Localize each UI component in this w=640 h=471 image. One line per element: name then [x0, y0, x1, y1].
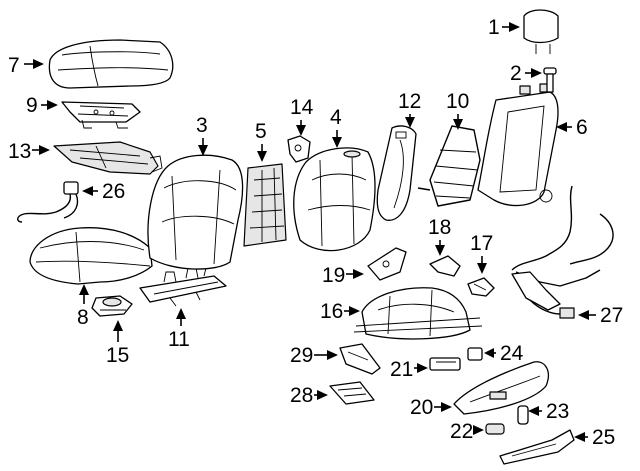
part-20-side-shield: [453, 361, 549, 415]
callout-19: 19: [322, 264, 364, 287]
svg-text:16: 16: [320, 300, 343, 323]
svg-text:7: 7: [8, 54, 20, 77]
svg-text:3: 3: [196, 114, 208, 137]
part-27-wiring-harness: [511, 185, 614, 319]
part-19-bracket: [367, 247, 407, 281]
callout-29: 29: [290, 344, 338, 367]
svg-text:4: 4: [330, 106, 342, 129]
callout-22: 22: [450, 420, 484, 443]
callout-4: 4: [330, 106, 342, 148]
svg-text:5: 5: [255, 120, 267, 143]
callout-6: 6: [556, 116, 588, 139]
svg-text:11: 11: [168, 328, 190, 351]
part-1-headrest: [523, 9, 559, 54]
part-6-back-frame: [477, 83, 559, 207]
part-18-lever: [429, 255, 461, 277]
svg-text:24: 24: [500, 342, 524, 365]
part-2-guide-sleeve: [543, 67, 557, 93]
callout-18: 18: [428, 216, 451, 256]
part-13-heater-pad: [53, 141, 163, 175]
part-21-module: [429, 357, 461, 371]
callout-21: 21: [390, 358, 428, 381]
callout-5: 5: [255, 120, 267, 162]
callout-15: 15: [106, 320, 129, 367]
part-16-seat-track: [353, 287, 483, 340]
svg-text:6: 6: [576, 116, 588, 139]
callout-14: 14: [290, 96, 314, 136]
part-25-trim-strip: [499, 429, 575, 465]
callout-10: 10: [446, 90, 469, 130]
svg-text:10: 10: [446, 90, 469, 113]
svg-text:14: 14: [290, 96, 314, 119]
part-12-lumbar-panel: [376, 125, 417, 221]
part-29-bracket: [339, 343, 381, 375]
part-5-back-plate: [243, 163, 287, 247]
callout-28: 28: [290, 384, 328, 407]
callout-23: 23: [528, 400, 569, 423]
svg-text:26: 26: [102, 180, 125, 203]
callout-24: 24: [484, 342, 524, 365]
callout-2: 2: [510, 62, 542, 85]
svg-text:28: 28: [290, 384, 313, 407]
part-28-trim-bracket: [329, 381, 375, 405]
callout-12: 12: [398, 90, 421, 128]
part-24-connector: [467, 347, 483, 361]
svg-text:15: 15: [106, 344, 129, 367]
part-7-cushion-cover: [48, 39, 174, 89]
part-22-knob: [485, 423, 505, 435]
callout-13: 13: [8, 140, 50, 163]
svg-text:17: 17: [470, 232, 493, 255]
svg-text:23: 23: [546, 400, 569, 423]
svg-text:22: 22: [450, 420, 473, 443]
part-4-back-pad: [293, 147, 376, 252]
part-3-back-cover: [147, 154, 244, 270]
callout-16: 16: [320, 300, 360, 323]
svg-text:20: 20: [410, 396, 433, 419]
part-10-wire-spring: [417, 125, 481, 207]
svg-text:21: 21: [390, 358, 413, 381]
svg-text:8: 8: [77, 306, 89, 329]
svg-text:25: 25: [592, 426, 615, 449]
part-8-cushion-pad: [29, 227, 153, 285]
part-11-frame-bracket: [139, 267, 227, 307]
svg-text:18: 18: [428, 216, 451, 239]
svg-text:12: 12: [398, 90, 421, 113]
svg-text:1: 1: [488, 16, 500, 39]
part-17-clip: [467, 277, 495, 297]
svg-text:19: 19: [322, 264, 345, 287]
part-14-bracket: [287, 135, 311, 163]
svg-text:27: 27: [600, 304, 623, 327]
part-26-harness: [17, 181, 79, 223]
callout-9: 9: [26, 94, 58, 117]
callout-25: 25: [574, 426, 615, 449]
part-9-cushion-plate: [61, 101, 141, 129]
callout-8: 8: [77, 284, 89, 329]
part-15-switch: [91, 295, 133, 317]
callout-27: 27: [578, 304, 623, 327]
callout-3: 3: [196, 114, 208, 156]
callout-7: 7: [8, 54, 44, 77]
callout-1: 1: [488, 16, 520, 39]
callout-17: 17: [470, 232, 493, 274]
svg-text:29: 29: [290, 344, 313, 367]
svg-text:13: 13: [8, 140, 31, 163]
callout-20: 20: [410, 396, 452, 419]
svg-text:2: 2: [510, 62, 522, 85]
part-23-knob: [517, 405, 529, 425]
svg-text:9: 9: [26, 94, 38, 117]
callout-11: 11: [168, 308, 190, 351]
callout-26: 26: [82, 180, 125, 203]
